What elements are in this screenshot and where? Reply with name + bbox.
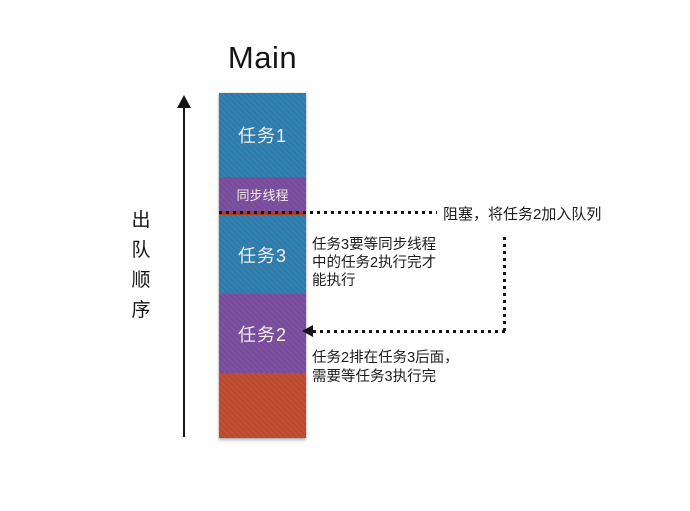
task2-annotation: 任务2排在任务3后面， 需要等任务3执行完	[312, 350, 459, 385]
dequeue-order-axis	[183, 106, 185, 437]
queue-insert-dotted-line-horizontal	[313, 330, 506, 333]
block-tail	[219, 373, 306, 438]
block-task2-label: 任务2	[237, 324, 287, 345]
dequeue-order-label: 出队顺序	[131, 210, 151, 321]
arrow-left-icon	[302, 325, 313, 337]
block-task1: 任务1	[219, 93, 306, 177]
block-task1-label: 任务1	[237, 126, 287, 146]
main-queue-stack: 任务1 同步线程 任务3 任务2	[219, 93, 306, 438]
block-sync-thread-label: 同步线程	[236, 187, 289, 203]
block-task3-label: 任务3	[237, 245, 287, 266]
queue-insert-dotted-line-vertical	[503, 237, 506, 331]
task3-annotation: 任务3要等同步线程 中的任务2执行完才 能执行	[312, 237, 437, 289]
block-task3: 任务3	[219, 215, 306, 294]
page-title: Main	[227, 40, 298, 75]
blocked-dotted-line	[219, 211, 437, 214]
block-task2: 任务2	[219, 294, 306, 373]
blocked-annotation: 阻塞，将任务2加入队列	[443, 206, 602, 223]
arrow-up-icon	[177, 95, 191, 108]
block-sync-thread: 同步线程	[219, 177, 306, 211]
